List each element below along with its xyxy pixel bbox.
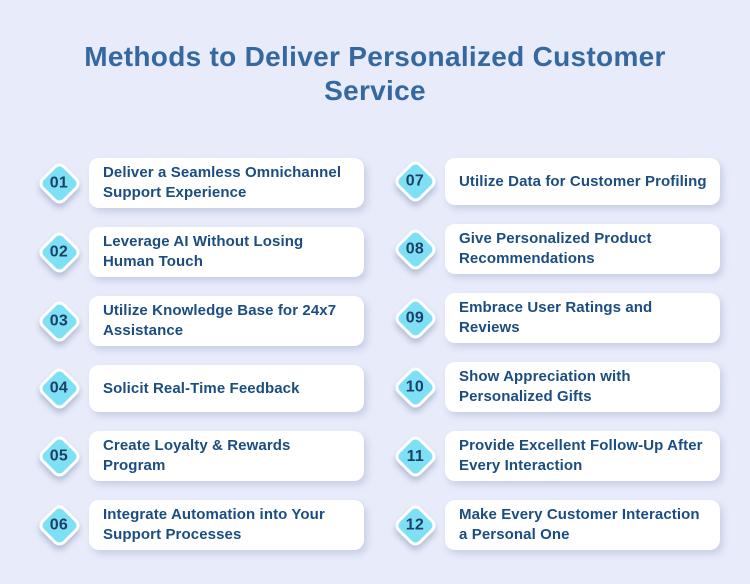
item-number: 08 [405, 239, 425, 257]
item-number: 01 [49, 173, 69, 191]
item-label: Integrate Automation into Your Support P… [103, 506, 325, 543]
item-label: Leverage AI Without Losing Human Touch [103, 233, 304, 270]
item-label: Make Every Customer Interaction a Person… [459, 506, 700, 543]
list-item: 12 Make Every Customer Interaction a Per… [390, 500, 720, 550]
item-label: Show Appreciation with Personalized Gift… [459, 368, 631, 405]
item-label: Provide Excellent Follow-Up After Every … [459, 437, 703, 474]
number-diamond-badge: 05 [35, 432, 83, 480]
item-label: Create Loyalty & Rewards Program [103, 437, 291, 474]
badge-slot: 06 [34, 501, 84, 549]
item-label: Deliver a Seamless Omnichannel Support E… [103, 164, 342, 201]
list-item: 11 Provide Excellent Follow-Up After Eve… [390, 431, 720, 481]
item-number: 02 [49, 242, 69, 260]
badge-slot: 07 [390, 158, 440, 205]
page-title: Methods to Deliver Personalized Customer… [84, 41, 666, 106]
item-number: 10 [405, 377, 425, 395]
item-number: 09 [405, 308, 425, 326]
number-diamond-badge: 07 [391, 158, 439, 205]
number-diamond-badge: 01 [35, 159, 83, 207]
item-label: Utilize Knowledge Base for 24x7 Assistan… [103, 302, 337, 339]
number-diamond-badge: 10 [391, 363, 439, 411]
list-item: 05 Create Loyalty & Rewards Program [34, 431, 364, 481]
item-label: Solicit Real-Time Feedback [103, 379, 300, 397]
item-label: Utilize Data for Customer Profiling [459, 172, 707, 190]
item-number: 07 [405, 172, 425, 190]
item-label: Give Personalized Product Recommendation… [459, 230, 652, 267]
item-card: Show Appreciation with Personalized Gift… [445, 362, 720, 412]
item-number: 03 [49, 311, 69, 329]
list-item: 09 Embrace User Ratings and Reviews [390, 293, 720, 343]
list-item: 04 Solicit Real-Time Feedback [34, 365, 364, 412]
number-diamond-badge: 08 [391, 225, 439, 273]
badge-slot: 05 [34, 432, 84, 480]
item-number: 04 [49, 379, 69, 397]
item-number: 06 [49, 515, 69, 533]
number-diamond-badge: 02 [35, 228, 83, 276]
number-diamond-badge: 03 [35, 297, 83, 345]
list-item: 06 Integrate Automation into Your Suppor… [34, 500, 364, 550]
list-item: 02 Leverage AI Without Losing Human Touc… [34, 227, 364, 277]
number-diamond-badge: 12 [391, 501, 439, 549]
item-card: Solicit Real-Time Feedback [89, 365, 364, 412]
left-column: 01 Deliver a Seamless Omnichannel Suppor… [34, 158, 364, 550]
item-card: Make Every Customer Interaction a Person… [445, 500, 720, 550]
badge-slot: 03 [34, 297, 84, 345]
badge-slot: 11 [390, 432, 440, 480]
badge-slot: 02 [34, 228, 84, 276]
item-card: Utilize Knowledge Base for 24x7 Assistan… [89, 296, 364, 346]
item-card: Create Loyalty & Rewards Program [89, 431, 364, 481]
badge-slot: 10 [390, 363, 440, 411]
item-card: Utilize Data for Customer Profiling [445, 158, 720, 205]
number-diamond-badge: 04 [35, 365, 83, 412]
item-card: Leverage AI Without Losing Human Touch [89, 227, 364, 277]
methods-list: 01 Deliver a Seamless Omnichannel Suppor… [0, 158, 750, 550]
badge-slot: 04 [34, 365, 84, 412]
badge-slot: 12 [390, 501, 440, 549]
item-card: Provide Excellent Follow-Up After Every … [445, 431, 720, 481]
item-card: Embrace User Ratings and Reviews [445, 293, 720, 343]
list-item: 08 Give Personalized Product Recommendat… [390, 224, 720, 274]
list-item: 07 Utilize Data for Customer Profiling [390, 158, 720, 205]
item-card: Give Personalized Product Recommendation… [445, 224, 720, 274]
number-diamond-badge: 06 [35, 501, 83, 549]
badge-slot: 09 [390, 294, 440, 342]
item-card: Integrate Automation into Your Support P… [89, 500, 364, 550]
list-item: 03 Utilize Knowledge Base for 24x7 Assis… [34, 296, 364, 346]
item-number: 12 [405, 515, 425, 533]
badge-slot: 01 [34, 159, 84, 207]
item-card: Deliver a Seamless Omnichannel Support E… [89, 158, 364, 208]
item-label: Embrace User Ratings and Reviews [459, 299, 653, 336]
right-column: 07 Utilize Data for Customer Profiling 0… [390, 158, 720, 550]
item-number: 11 [406, 446, 424, 464]
number-diamond-badge: 09 [391, 294, 439, 342]
number-diamond-badge: 11 [391, 432, 439, 480]
item-number: 05 [49, 446, 69, 464]
list-item: 10 Show Appreciation with Personalized G… [390, 362, 720, 412]
list-item: 01 Deliver a Seamless Omnichannel Suppor… [34, 158, 364, 208]
badge-slot: 08 [390, 225, 440, 273]
